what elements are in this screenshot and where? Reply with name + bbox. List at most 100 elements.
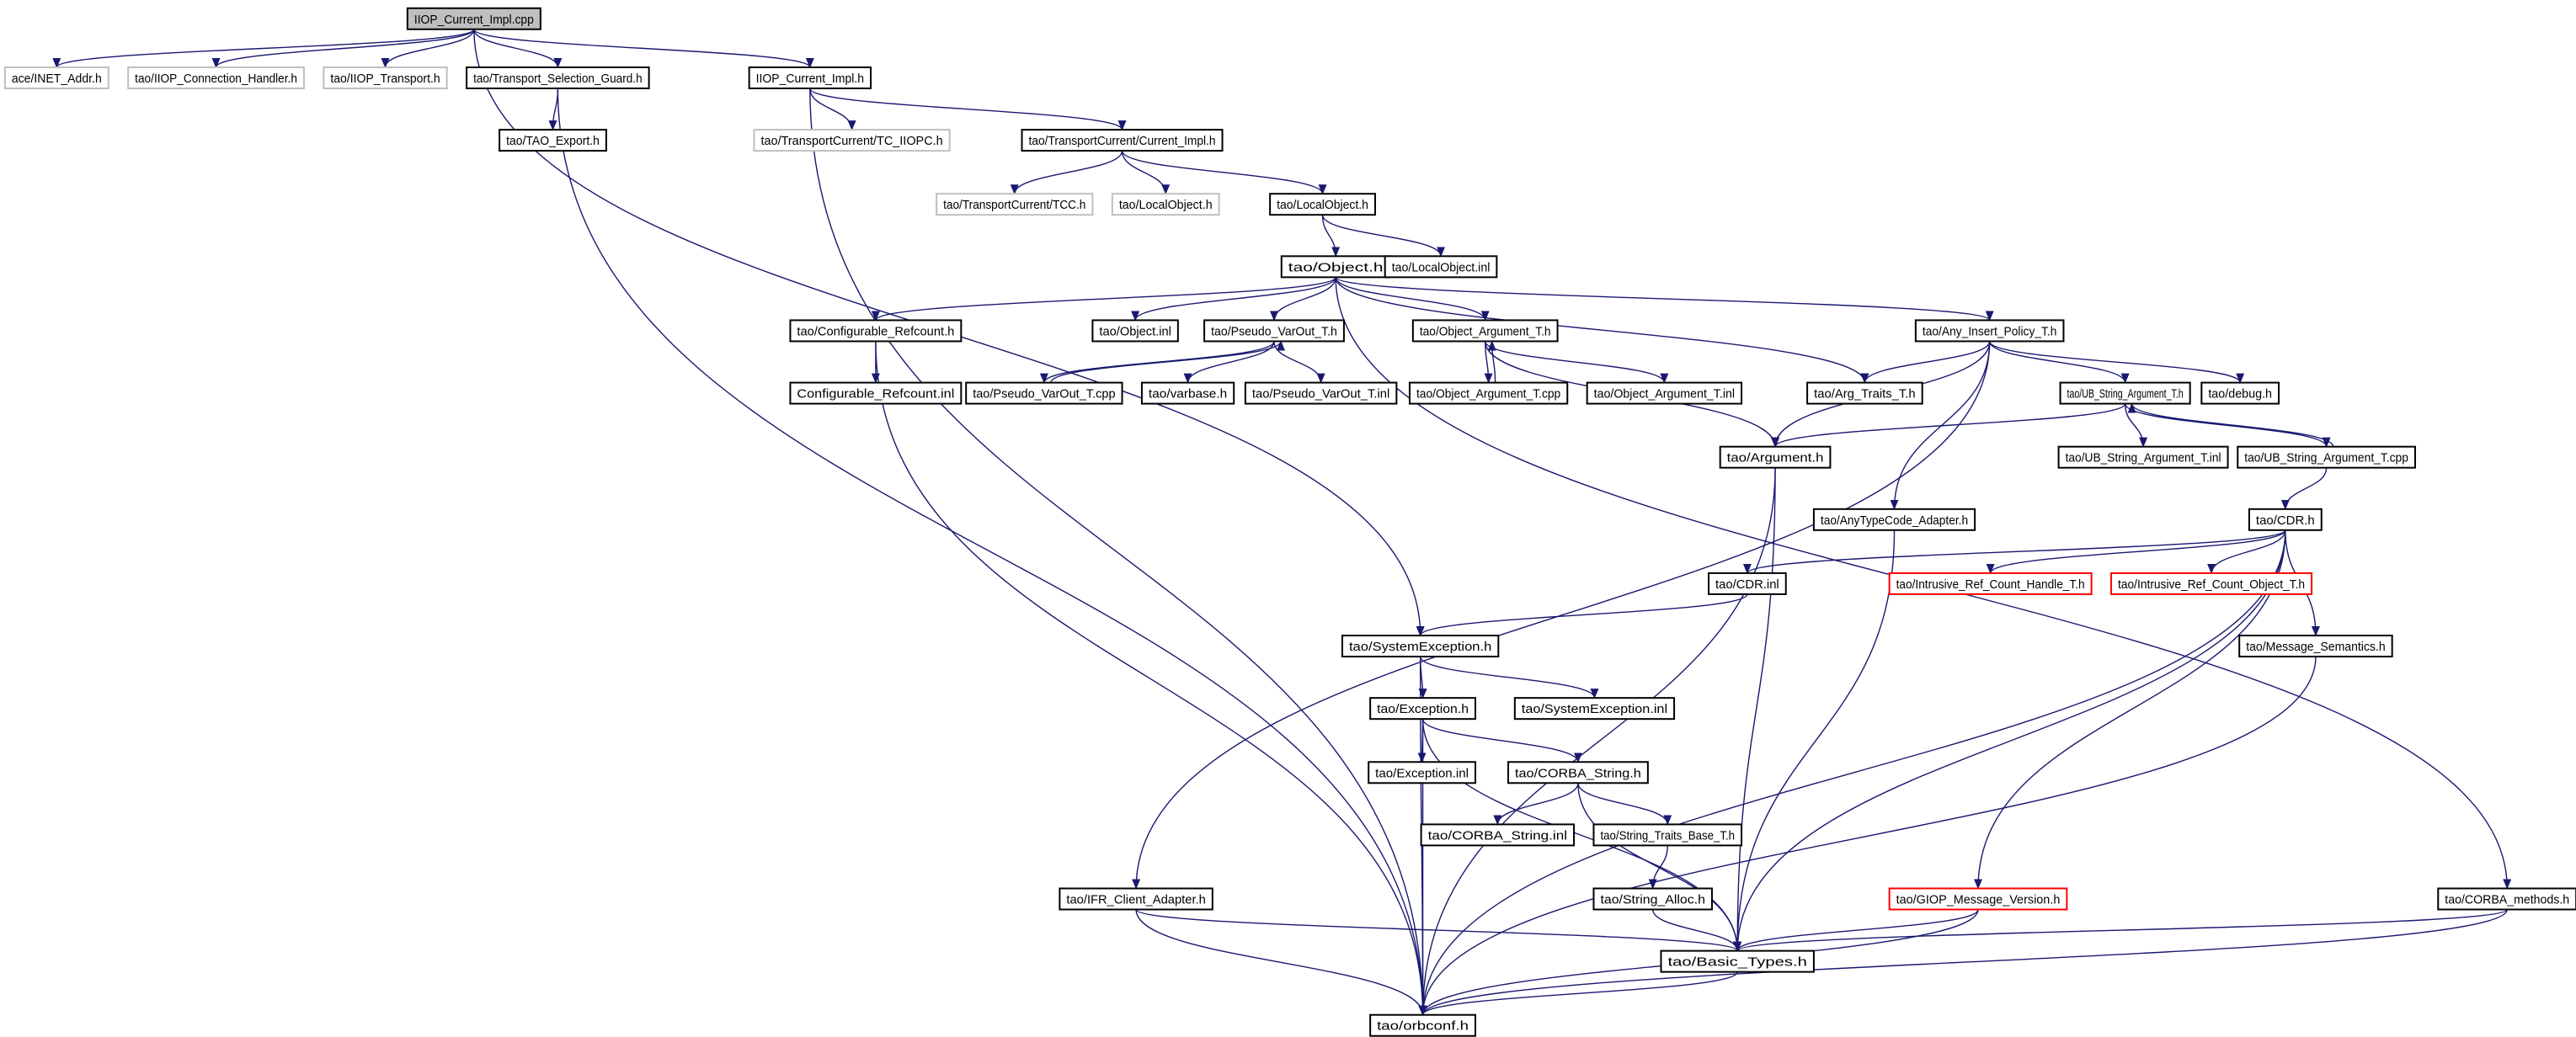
node-box — [965, 381, 1123, 405]
edge-pvo-to-varbase — [1183, 341, 1275, 384]
node-cmeth[interactable]: tao/CORBA_methods.h — [2437, 887, 2576, 911]
node-tcc[interactable]: tao/TransportCurrent/TCC.h — [936, 193, 1094, 216]
node-box — [1719, 445, 1832, 469]
node-arg[interactable]: tao/Argument.h — [1719, 445, 1832, 469]
node-box — [1592, 823, 1743, 847]
node-box — [748, 66, 872, 89]
node-exc[interactable]: tao/Exception.h — [1369, 697, 1476, 721]
node-orbconf[interactable]: tao/orbconf.h — [1369, 1013, 1476, 1037]
node-label: tao/String_Traits_Base_T.h — [1600, 828, 1735, 843]
node-box — [1269, 193, 1376, 216]
node-box — [1111, 193, 1220, 216]
node-box — [1592, 887, 1713, 911]
node-oatinl[interactable]: tao/Object_Argument_T.inl — [1586, 381, 1743, 405]
node-lobjg[interactable]: tao/LocalObject.h — [1111, 193, 1220, 216]
node-obj[interactable]: tao/Object.h — [1280, 255, 1391, 279]
edge-arg-to-orbconf — [1418, 467, 1776, 1016]
node-atca[interactable]: tao/AnyTypeCode_Adapter.h — [1812, 508, 1976, 531]
edge-lobj-to-lobjinl — [1321, 215, 1445, 258]
node-iiopch[interactable]: tao/IIOP_Connection_Handler.h — [127, 66, 305, 89]
edge-sysex-to-sysexinl — [1419, 656, 1599, 699]
node-tciiopc[interactable]: tao/TransportCurrent/TC_IIOPC.h — [753, 129, 951, 152]
node-pvo[interactable]: tao/Pseudo_VarOut_T.h — [1203, 319, 1345, 343]
node-basic[interactable]: tao/Basic_Types.h — [1660, 949, 1815, 973]
edge-obj-to-pvo — [1270, 277, 1336, 322]
edge-cdrinl-to-sysex — [1416, 593, 1748, 637]
node-ubs[interactable]: tao/UB_String_Argument_T.h — [2059, 381, 2191, 405]
node-oat[interactable]: tao/Object_Argument_T.h — [1411, 319, 1559, 343]
node-label: tao/varbase.h — [1149, 387, 1227, 402]
node-box — [1203, 319, 1345, 343]
edge-aip-to-debug — [1988, 341, 2245, 384]
node-excinl[interactable]: tao/Exception.inl — [1368, 761, 1476, 784]
node-pvoinl[interactable]: tao/Pseudo_VarOut_T.inl — [1244, 381, 1398, 405]
node-irch[interactable]: tao/Intrusive_Ref_Count_Handle_T.h — [1888, 572, 2093, 595]
node-objinl[interactable]: tao/Object.inl — [1091, 319, 1179, 343]
node-label: tao/IIOP_Connection_Handler.h — [135, 72, 297, 86]
node-lobj[interactable]: tao/LocalObject.h — [1269, 193, 1376, 216]
node-box — [2059, 381, 2191, 405]
node-ubsinl[interactable]: tao/UB_String_Argument_T.inl — [2057, 445, 2229, 469]
nodes-layer: IIOP_Current_Impl.cpp ace/INET_Addr.h tao/… — [3, 7, 2576, 1037]
node-label: tao/UB_String_Argument_T.cpp — [2244, 451, 2408, 465]
node-label: tao/Argument.h — [1727, 451, 1824, 465]
node-root[interactable]: IIOP_Current_Impl.cpp — [406, 7, 541, 30]
edge-arg-to-basic — [1733, 467, 1776, 952]
node-irco[interactable]: tao/Intrusive_Ref_Count_Object_T.h — [2110, 572, 2313, 595]
node-label: tao/Object_Argument_T.cpp — [1416, 387, 1560, 402]
node-label: tao/Exception.inl — [1375, 766, 1469, 780]
node-label: tao/TAO_Export.h — [506, 134, 600, 148]
node-label: IIOP_Current_Impl.h — [756, 72, 864, 86]
node-label: tao/String_Alloc.h — [1600, 892, 1704, 907]
node-sysexinl[interactable]: tao/SystemException.inl — [1513, 697, 1676, 721]
node-stralloc[interactable]: tao/String_Alloc.h — [1592, 887, 1713, 911]
node-box — [406, 7, 541, 30]
node-ubscpp[interactable]: tao/UB_String_Argument_T.cpp — [2237, 445, 2416, 469]
node-box — [1021, 129, 1224, 152]
node-tccimpl[interactable]: tao/TransportCurrent/Current_Impl.h — [1021, 129, 1224, 152]
edge-pvo-to-pvoinl — [1273, 341, 1325, 384]
node-aip[interactable]: tao/Any_Insert_Policy_T.h — [1914, 319, 2065, 343]
edge-cstr-to-basic — [1577, 783, 1742, 952]
node-box — [499, 129, 607, 152]
node-cimplh[interactable]: IIOP_Current_Impl.h — [748, 66, 872, 89]
node-box — [2057, 445, 2229, 469]
edge-cfgrc-to-orbconf — [875, 341, 1427, 1016]
node-cfgrcinl[interactable]: Configurable_Refcount.inl — [789, 381, 963, 405]
node-cstrinl[interactable]: tao/CORBA_String.inl — [1420, 823, 1576, 847]
node-label: tao/Arg_Traits_T.h — [1814, 387, 1916, 402]
edge-cimplh-to-orbconf — [809, 88, 1427, 1016]
node-box — [2200, 381, 2280, 405]
node-box — [1341, 635, 1500, 658]
node-sysex[interactable]: tao/SystemException.h — [1341, 635, 1500, 658]
edge-root-to-tsg — [473, 29, 563, 68]
node-ifr[interactable]: tao/IFR_Client_Adapter.h — [1059, 887, 1213, 911]
node-argtr[interactable]: tao/Arg_Traits_T.h — [1806, 381, 1923, 405]
node-label: Configurable_Refcount.inl — [797, 387, 954, 402]
node-inet[interactable]: ace/INET_Addr.h — [3, 66, 109, 89]
node-box — [1411, 319, 1559, 343]
edge-root-to-iiopch — [211, 29, 475, 68]
node-label: tao/Pseudo_VarOut_T.cpp — [973, 387, 1115, 402]
node-cstr[interactable]: tao/CORBA_String.h — [1507, 761, 1649, 784]
node-box — [2237, 445, 2416, 469]
node-giop[interactable]: tao/GIOP_Message_Version.h — [1888, 887, 2068, 911]
node-debug[interactable]: tao/debug.h — [2200, 381, 2280, 405]
node-lobjinl[interactable]: tao/LocalObject.inl — [1384, 255, 1498, 279]
edge-stralloc-to-basic — [1652, 909, 1742, 952]
node-varbase[interactable]: tao/varbase.h — [1140, 381, 1235, 405]
edge-aip-to-ubs — [1988, 341, 2130, 384]
node-cdrinl[interactable]: tao/CDR.inl — [1708, 572, 1787, 595]
edge-ubs-to-ubsinl — [2124, 403, 2148, 448]
node-taoexp[interactable]: tao/TAO_Export.h — [499, 129, 607, 152]
node-iioptr[interactable]: tao/IIOP_Transport.h — [323, 66, 448, 89]
node-strtb[interactable]: tao/String_Traits_Base_T.h — [1592, 823, 1743, 847]
node-cfgrc[interactable]: tao/Configurable_Refcount.h — [789, 319, 963, 343]
node-label: tao/CORBA_String.h — [1515, 766, 1641, 780]
node-cdr[interactable]: tao/CDR.h — [2248, 508, 2323, 531]
edge-root-to-inet — [52, 29, 475, 68]
node-msgsem[interactable]: tao/Message_Semantics.h — [2238, 635, 2393, 658]
node-tsg[interactable]: tao/Transport_Selection_Guard.h — [466, 66, 650, 89]
node-pvocpp[interactable]: tao/Pseudo_VarOut_T.cpp — [965, 381, 1123, 405]
node-oatcpp[interactable]: tao/Object_Argument_T.cpp — [1408, 381, 1569, 405]
